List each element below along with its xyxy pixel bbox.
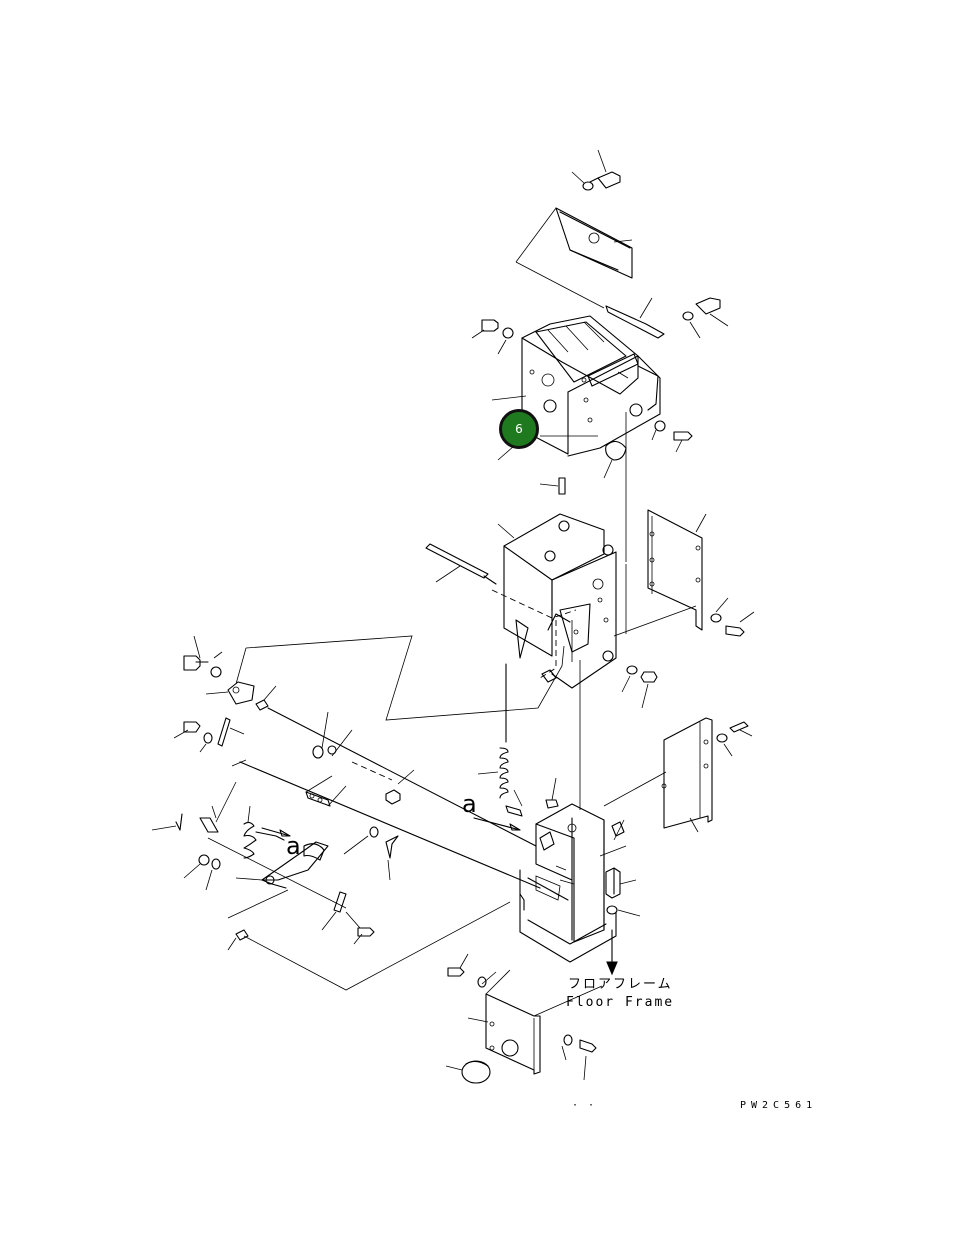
knob-small bbox=[603, 440, 627, 479]
right-side-plate bbox=[647, 509, 707, 631]
spacer-base bbox=[611, 819, 625, 841]
assembly-outline-lower bbox=[227, 889, 511, 991]
leader-housing-left bbox=[491, 395, 527, 401]
washer-center bbox=[343, 826, 379, 855]
outline-leader bbox=[235, 647, 247, 685]
floor-frame-arrow bbox=[606, 929, 618, 976]
bushing-lower-2 bbox=[545, 777, 559, 809]
washer-nut-mid bbox=[621, 665, 658, 709]
link-bracket bbox=[205, 681, 255, 705]
hidden-line-pivot bbox=[539, 620, 557, 679]
drawing-code: PW2C561 bbox=[740, 1100, 818, 1111]
pin-retainer-left bbox=[151, 781, 237, 833]
gasket-plate bbox=[605, 297, 665, 339]
pin-small bbox=[539, 477, 566, 495]
bolt-base-right bbox=[605, 867, 637, 899]
clip-right bbox=[385, 835, 399, 881]
long-shaft bbox=[425, 543, 497, 585]
brake-pedal bbox=[235, 841, 329, 889]
long-rod-upper bbox=[267, 707, 537, 847]
view-arrow-upper bbox=[473, 817, 521, 831]
right-bolt-upper bbox=[682, 297, 729, 339]
leader-bracket-right bbox=[599, 845, 627, 857]
left-bolt-top bbox=[183, 635, 223, 678]
callout-6-marker[interactable]: 6 bbox=[499, 409, 539, 449]
cap-plug bbox=[445, 1060, 491, 1084]
snap-ring-pair bbox=[183, 854, 221, 891]
pull-spring-long bbox=[477, 663, 509, 799]
floor-frame-english: Floor Frame bbox=[566, 995, 675, 1010]
lower-bracket bbox=[519, 803, 617, 963]
assembly-outline-upper bbox=[245, 635, 565, 721]
pin-lower-1 bbox=[505, 789, 523, 817]
cable-rod bbox=[239, 761, 541, 889]
callout-6-number: 6 bbox=[515, 422, 523, 436]
guide-lines-mid bbox=[571, 605, 697, 662]
left-bolt-upper bbox=[471, 319, 514, 355]
right-bolt-side-plate bbox=[710, 597, 755, 637]
bushing-center bbox=[385, 769, 415, 805]
right-bolt-mid bbox=[651, 420, 693, 453]
top-cover-plate bbox=[515, 207, 633, 309]
pedal-shaft-line bbox=[207, 837, 347, 909]
bolt-bottom-left bbox=[447, 953, 497, 988]
turnbuckle bbox=[305, 775, 347, 807]
view-mark-a-upper: a bbox=[462, 790, 477, 818]
washer-base-right bbox=[606, 905, 641, 917]
left-bolt-mid bbox=[173, 721, 213, 753]
bushing-left bbox=[255, 685, 277, 711]
page-dots: · · bbox=[572, 1100, 597, 1111]
bolt-bottom-right bbox=[561, 1034, 597, 1081]
rod-gap-dash bbox=[351, 761, 393, 781]
view-arrow-lower bbox=[261, 827, 291, 837]
middle-housing bbox=[497, 513, 617, 689]
hidden-line-shaft bbox=[491, 589, 577, 619]
leader-housing-lower bbox=[497, 445, 515, 461]
lever-arm bbox=[217, 717, 245, 747]
right-bolt-lower bbox=[716, 721, 753, 757]
floor-frame-japanese: フロアフレーム bbox=[568, 977, 673, 992]
pivot-pin-lower bbox=[321, 891, 347, 931]
bolt-lower-left bbox=[345, 911, 375, 945]
washer-ring-pair bbox=[312, 711, 353, 759]
cable-end bbox=[231, 759, 247, 767]
bottom-cover-plate bbox=[467, 969, 603, 1075]
upper-housing bbox=[521, 315, 661, 457]
view-mark-a-lower: a bbox=[286, 832, 301, 860]
right-lower-plate bbox=[603, 717, 713, 833]
bushing-lower bbox=[227, 929, 249, 951]
return-spring-small bbox=[243, 805, 285, 859]
top-bolt-1 bbox=[571, 149, 621, 191]
